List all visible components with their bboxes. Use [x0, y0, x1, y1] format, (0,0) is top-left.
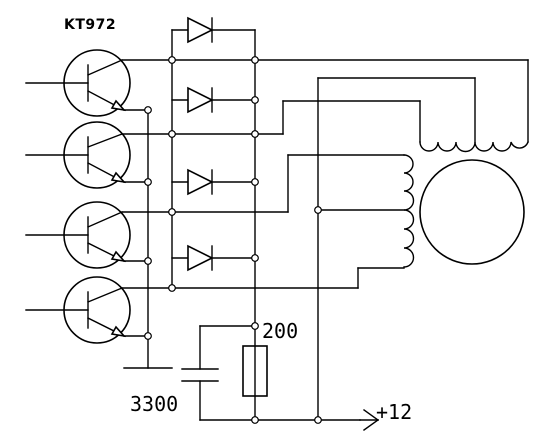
diode-3 — [171, 168, 256, 196]
diode-4 — [171, 244, 256, 272]
transistor-part-label: KT972 — [64, 17, 117, 33]
motor-coil-horizontal — [419, 141, 529, 153]
junction-nodes — [144, 56, 322, 424]
capacitor-value-label: 3300 — [130, 392, 179, 416]
transistor-3 — [25, 154, 405, 269]
diode-1 — [171, 16, 256, 44]
motor-coil-vertical — [403, 154, 415, 268]
transistor-4 — [25, 267, 405, 344]
supply-arrow — [359, 409, 379, 431]
transistor-1 — [25, 49, 529, 143]
motor-rotor — [419, 159, 525, 265]
resistor-capacitor-branch — [181, 325, 361, 421]
motor-common-line — [317, 77, 476, 419]
diode-2 — [171, 86, 256, 114]
resistor-value-label: 200 — [262, 319, 299, 343]
transistor-2 — [25, 100, 421, 189]
supply-voltage-label: +12 — [376, 400, 413, 424]
ground-bus — [123, 109, 173, 369]
